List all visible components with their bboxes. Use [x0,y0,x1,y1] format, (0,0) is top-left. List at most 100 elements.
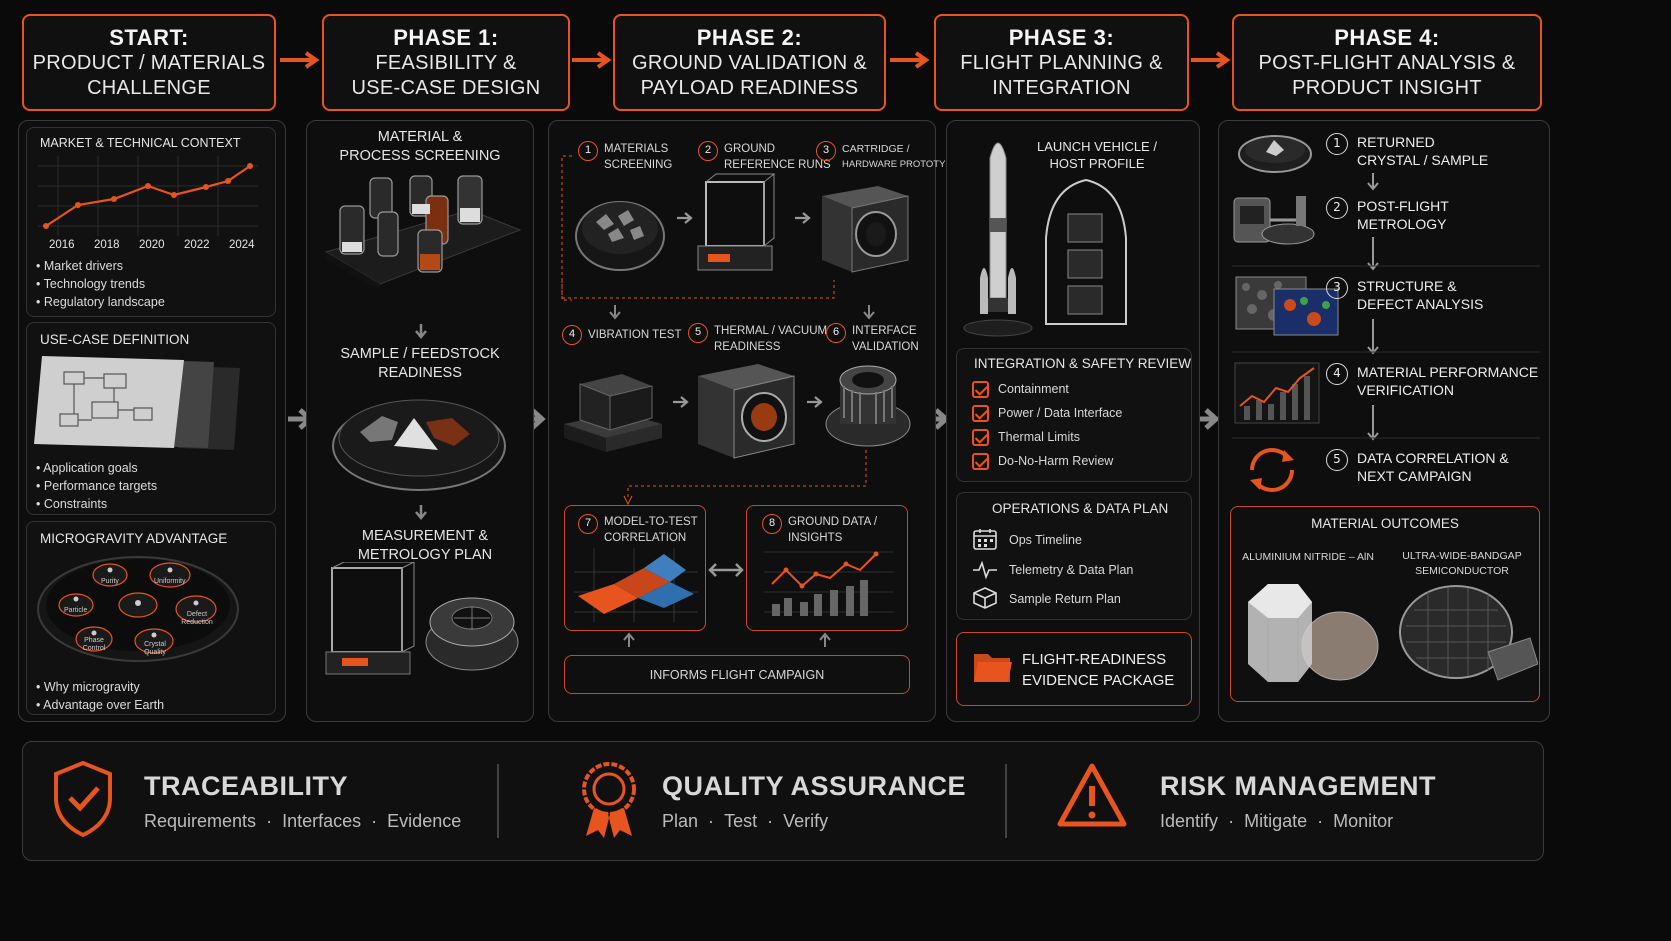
semiconductor-wafer-icon [1399,585,1538,681]
interface-ring-icon [825,365,911,447]
p4-step-3: 3 [1326,276,1348,299]
arrow-down-icon [1367,237,1379,271]
year-label: 2024 [229,239,255,251]
header-sub: POST-FLIGHT ANALYSIS & [1258,51,1516,74]
phase4-header: PHASE 4: POST-FLIGHT ANALYSIS & PRODUCT … [1232,14,1542,111]
screening-label: MATERIAL &PROCESS SCREENING [339,129,501,164]
list-item: Why microgravity [36,678,164,696]
double-arrow-icon [708,563,744,577]
panel-title: INTEGRATION & SAFETY REVIEW [974,356,1192,371]
panel-title: MARKET & TECHNICAL CONTEXT [40,136,241,150]
ops-item: Sample Return Plan [1009,592,1121,606]
phase2-header: PHASE 2: GROUND VALIDATION & PAYLOAD REA… [613,14,886,111]
checklist-item: Power / Data Interface [972,405,1122,423]
arrow-right-icon [572,51,612,69]
header-title: PHASE 3: [1008,24,1115,50]
rocket-icon [963,142,1033,337]
shield-check-icon [54,760,112,838]
materials-dish-icon [575,201,665,271]
list-item: Advantage over Earth [36,696,164,714]
checkbox-icon [972,405,989,423]
header-sub: INTEGRATION [992,76,1131,99]
list-item: Constraints [36,495,157,513]
surface-plot-icon [574,548,698,622]
ops-item: Ops Timeline [1009,533,1082,547]
reference-balance-icon [697,173,776,271]
outcome-label: ALUMINIUM NITRIDE – AlN [1242,551,1374,563]
list-item: Performance targets [36,477,157,495]
checkbox-icon [972,429,989,447]
arrow-right-icon [673,396,689,408]
header-title: START: [109,24,189,50]
dashed-connector [561,155,572,301]
header-sub: CHALLENGE [87,76,211,99]
divider [1232,351,1540,353]
header-title: PHASE 4: [1334,24,1440,50]
checkbox-icon [972,381,989,399]
footer-title: RISK MANAGEMENT [1160,771,1436,801]
list-item: Application goals [36,459,157,477]
arrow-down-icon [415,505,427,520]
cycle-icon [1250,448,1294,492]
phase1-header: PHASE 1: FEASIBILITY & USE-CASE DESIGN [322,14,570,111]
header-sub: FLIGHT PLANNING & [960,51,1163,74]
p4-step-4: 4 [1326,362,1348,385]
arrow-down-icon [609,305,621,320]
micro-item-label: Purity [101,578,119,585]
vibration-table-icon [564,374,662,452]
folder-icon [974,654,1012,682]
microgravity-dish-icon [37,556,239,662]
dashed-connector [623,450,867,506]
arrow-down-icon [1367,405,1379,441]
arrow-right-icon [677,212,693,224]
micrograph-images-icon [1235,276,1339,336]
panel-title: OPERATIONS & DATA PLAN [992,501,1169,516]
list-item: Market drivers [36,257,165,275]
checklist-item: Do-No-Harm Review [972,453,1113,471]
year-label: 2020 [139,239,165,251]
p4-step-2: 2 [1326,196,1348,219]
dashed-connector [561,280,835,299]
informs-flight-campaign: INFORMS FLIGHT CAMPAIGN [564,655,910,694]
calendar-icon [973,529,997,550]
header-sub: USE-CASE DESIGN [351,76,541,99]
panel-title: USE-CASE DEFINITION [40,332,190,347]
phase3-header: PHASE 3: FLIGHT PLANNING & INTEGRATION [934,14,1189,111]
market-trend-chart [38,156,258,236]
header-title: PHASE 1: [393,24,499,50]
micro-item-label: Particle [64,607,88,614]
ops-item: Telemetry & Data Plan [1009,563,1134,577]
checkbox-icon [972,453,989,471]
warning-icon [1057,763,1127,827]
p4-step-3-label: STRUCTURE &DEFECT ANALYSIS [1357,278,1484,312]
arrow-down-icon [1367,173,1379,191]
checklist-item: Containment [972,381,1069,399]
footer-sub: Plan · Test · Verify [662,811,829,831]
header-title: PHASE 2: [696,24,803,50]
footer-title: QUALITY ASSURANCE [662,771,967,801]
micro-item-label: Crystal Quality [144,641,166,656]
ground-data-chart [764,551,894,616]
payload-fairing-icon [1045,178,1127,325]
footer-sub: Identify · Mitigate · Monitor [1160,811,1394,831]
arrow-right-icon [795,212,811,224]
header-sub: PRODUCT / MATERIALS [32,51,266,74]
panel-title: MATERIAL OUTCOMES [1311,516,1459,531]
divider [1005,764,1007,838]
metrology-plan-label: MEASUREMENT &METROLOGY PLAN [357,528,493,563]
metrology-instrument-icon [1233,196,1315,245]
divider [1232,437,1540,439]
balance-and-fixture-icon [325,562,519,675]
divider [497,764,499,838]
start-header: START: PRODUCT / MATERIALS CHALLENGE [22,14,276,111]
header-sub: GROUND VALIDATION & [632,51,867,74]
checklist-item: Thermal Limits [972,429,1080,447]
